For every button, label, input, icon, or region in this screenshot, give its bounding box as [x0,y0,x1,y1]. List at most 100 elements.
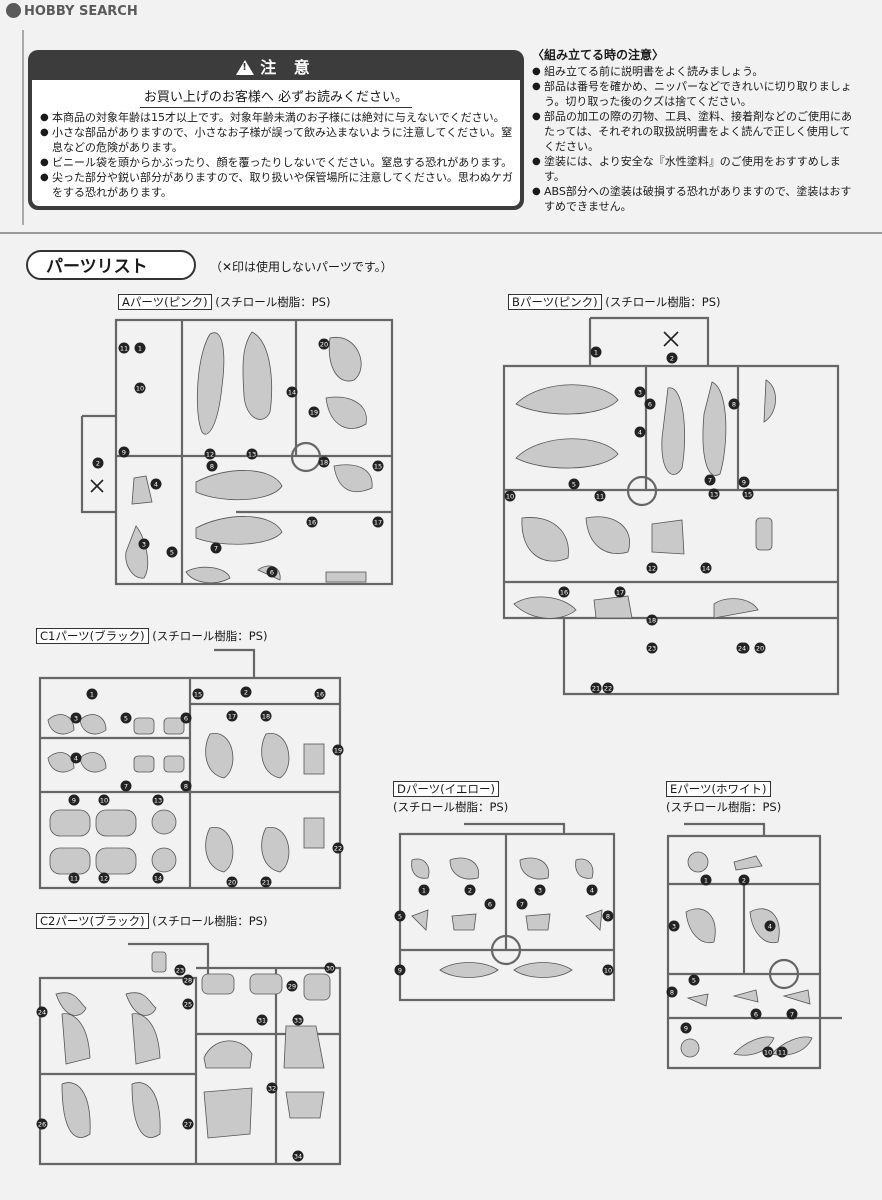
part-number-marker: 33 [292,1014,304,1026]
part-number-marker: 6 [644,398,656,410]
part-number: 33 [294,1017,302,1025]
part-b-shape [763,379,776,423]
part-d-shape [513,962,573,978]
part-number-marker: 9 [118,446,130,458]
part-number: 13 [248,451,256,459]
part-number: 9 [122,449,126,457]
part-number: 4 [74,755,78,763]
part-number: 22 [334,845,342,853]
part-c1-shape [133,755,155,773]
part-number-marker: 7 [786,1008,798,1020]
part-number: 9 [684,1025,688,1033]
part-c1-shape [151,809,177,835]
part-number-marker: 10 [504,490,516,502]
part-number: 23 [648,645,656,653]
part-e-shape [686,993,709,1007]
part-number: 5 [692,977,696,985]
part-c1-shape [205,733,234,779]
part-number: 16 [308,519,316,527]
part-number-marker: 1 [700,874,712,886]
part-number-marker: 26 [36,1118,48,1130]
part-number-marker: 8 [180,780,192,792]
part-c1-shape [303,817,325,849]
part-b-shape [661,387,686,475]
part-number-marker: 2 [464,884,476,896]
part-c2-shape [285,1091,325,1119]
part-a-shape [125,525,149,579]
part-number-marker: 10 [762,1046,774,1058]
part-number: 2 [244,689,248,697]
part-number-marker: 2 [240,686,252,698]
part-number: 8 [606,913,610,921]
part-number-marker: 6 [180,712,192,724]
part-number: 19 [310,409,318,417]
part-number: 11 [596,493,604,501]
part-number-marker: 23 [174,964,186,976]
part-number: 15 [194,691,202,699]
part-number-marker: 14 [700,562,712,574]
part-b-shape [755,517,773,551]
part-b-shape [515,438,619,469]
part-number-marker: 30 [324,962,336,974]
part-number-marker: 15 [192,688,204,700]
part-number-marker: 2 [92,457,104,469]
part-a-shape [185,566,231,584]
part-number: 4 [590,887,594,895]
part-number: 1 [422,887,426,895]
part-number: 1 [704,877,708,885]
assembly-note-item: 部品は番号を確かめ、ニッパーなどできれいに切り取りましょう。切り取った後のクズは… [532,79,852,109]
part-e-shape [680,1038,700,1058]
part-c1-shape [95,809,137,837]
part-number: 15 [744,491,752,499]
part-number: 28 [184,977,192,985]
part-number: 34 [294,1153,302,1161]
part-a-shape [196,332,225,435]
part-number: 29 [288,983,296,991]
part-number: 13 [710,491,718,499]
part-c2-shape [201,973,235,995]
part-number-marker: 18 [318,456,330,468]
part-number-marker: 18 [646,614,658,626]
part-number-marker: 18 [260,710,272,722]
part-c1-shape [47,714,75,735]
part-number: 20 [756,645,764,653]
part-number: 8 [184,783,188,791]
part-number: 4 [638,429,642,437]
part-e-shape [687,851,709,873]
runner-c1-label: C1パーツ(ブラック) (スチロール樹脂：PS) [36,628,267,644]
part-number: 8 [670,989,674,997]
part-number-marker: 5 [568,478,580,490]
part-number: 30 [326,965,334,973]
part-number-marker: 16 [306,516,318,528]
part-number: 3 [638,389,642,397]
part-number-marker: 21 [590,682,602,694]
part-c1-shape [79,714,107,735]
part-b-shape [515,384,619,415]
part-number-marker: 6 [484,898,496,910]
part-number-marker: 20 [754,642,766,654]
part-number-marker: 8 [206,460,218,472]
part-number-marker: 16 [558,586,570,598]
part-d-shape [439,962,499,978]
part-number: 2 [96,460,100,468]
part-number: 4 [154,481,158,489]
part-number-marker: 2 [666,352,678,364]
part-number: 6 [754,1011,758,1019]
part-number: 9 [72,797,76,805]
part-number: 12 [206,451,214,459]
part-number: 15 [374,463,382,471]
part-d-shape [451,913,477,931]
part-number-marker: 9 [680,1022,692,1034]
part-number: 18 [262,713,270,721]
assembly-note-item: 塗装には、より安全な『水性塗料』のご使用をおすすめします。 [532,154,852,184]
part-number: 6 [488,901,492,909]
part-b-shape [521,517,569,562]
part-c1-shape [151,847,177,873]
part-number: 1 [90,691,94,699]
runner-c2-label: C2パーツ(ブラック) (スチロール樹脂：PS) [36,913,267,929]
part-number: 16 [560,589,568,597]
caution-body: お買い上げのお客様へ 必ずお読みください。 本商品の対象年齢は15才以上です。対… [32,80,520,206]
part-number: 11 [70,875,78,883]
part-a-shape [325,571,367,583]
part-a-shape [333,464,373,492]
